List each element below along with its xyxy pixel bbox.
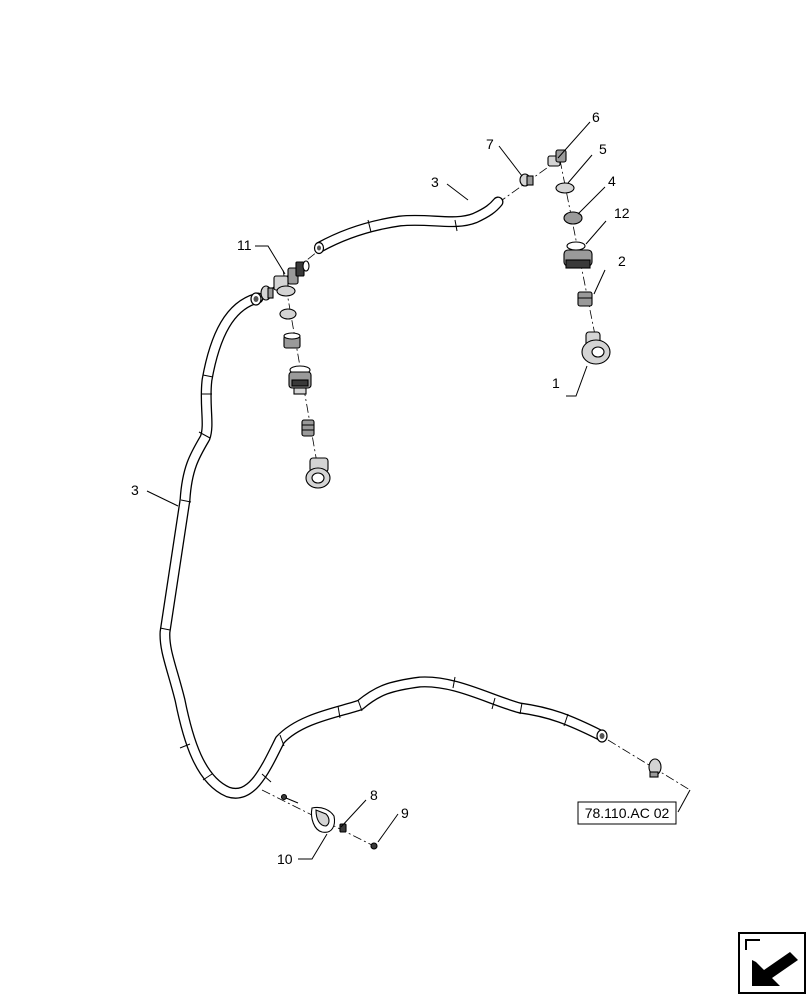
clamp-upper-left — [260, 285, 274, 301]
callout-7: 7 — [486, 136, 494, 152]
o-ring-4 — [563, 211, 583, 225]
nut-9 — [370, 842, 378, 850]
elbow-1 — [581, 331, 611, 365]
assembly-axes — [261, 159, 691, 849]
callout-3-lower: 3 — [131, 482, 139, 498]
adapter-2 — [577, 291, 593, 307]
clamp-right-end — [648, 758, 662, 778]
right-fitting-stack — [519, 149, 611, 365]
bottom-fasteners — [280, 758, 662, 850]
bulkhead-fitting-left — [288, 365, 312, 395]
callout-2: 2 — [618, 253, 626, 269]
callout-3-upper: 3 — [431, 174, 439, 190]
adapter-nut-left — [283, 332, 301, 349]
bolt-fastener — [280, 793, 299, 804]
leader-lines — [146, 121, 691, 860]
callout-10: 10 — [277, 851, 293, 867]
tee-fitting — [273, 260, 310, 291]
callout-5: 5 — [599, 141, 607, 157]
cross-reference-label[interactable]: 78.110.AC 02 — [585, 805, 670, 821]
o-ring-5 — [555, 182, 575, 194]
clamp-7 — [519, 173, 534, 187]
bulkhead-12 — [563, 241, 593, 269]
callout-8: 8 — [370, 787, 378, 803]
elbow-6 — [547, 149, 567, 167]
callout-labels: 1 2 3 3 4 5 6 7 8 9 10 11 12 — [131, 109, 630, 867]
hose-short — [313, 196, 504, 255]
o-ring-left — [276, 285, 296, 297]
straight-fitting-left — [301, 419, 315, 437]
callout-1: 1 — [552, 375, 560, 391]
washer-left — [279, 308, 297, 320]
clamp-10 — [310, 806, 336, 833]
elbow-fitting-left — [305, 457, 331, 489]
hose-long — [159, 292, 608, 799]
left-fitting-stack — [260, 260, 331, 489]
callout-9: 9 — [401, 805, 409, 821]
callout-6: 6 — [592, 109, 600, 125]
callout-11: 11 — [237, 237, 252, 253]
callout-12: 12 — [614, 205, 630, 221]
callout-4: 4 — [608, 173, 616, 189]
return-arrow-icon[interactable] — [738, 932, 806, 994]
cross-reference-link[interactable]: 78.110.AC 02 — [577, 801, 677, 825]
